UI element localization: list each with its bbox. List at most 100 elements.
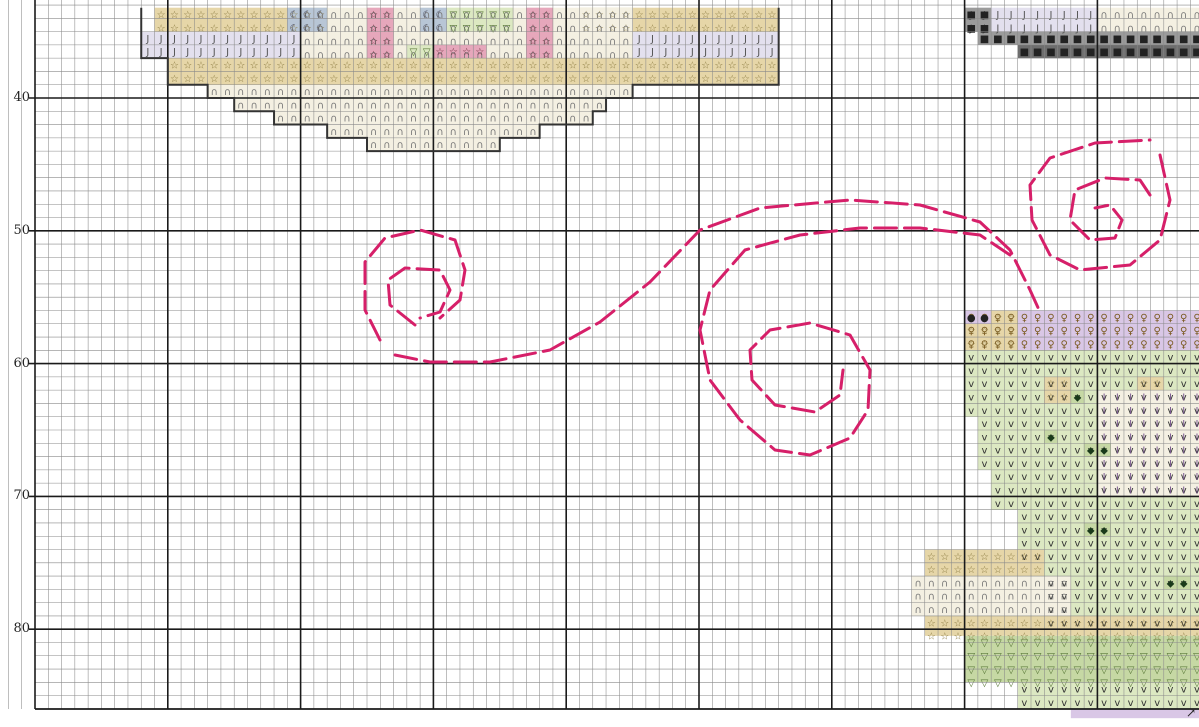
saucer-green-symbol: ▽ (981, 638, 989, 649)
bowl-band-cream-symbol: ∩ (609, 23, 616, 34)
bowl-tan-band-symbol: ☆ (250, 74, 259, 85)
bowl-base-cream-symbol: ∩ (543, 114, 550, 125)
saucer-green-symbol: v (1021, 685, 1027, 696)
pot-rim-purple-symbol: ♀ (1127, 326, 1134, 337)
bowl-tan-band-symbol: ☆ (170, 74, 179, 85)
pot-rim-purple-symbol: ♀ (1140, 339, 1147, 350)
pot-green-symbol: v (1075, 565, 1081, 576)
bowl-band-cream-symbol: ∩ (357, 23, 364, 34)
grey-top-symbol: J (1048, 10, 1052, 21)
bowl-pink-symbol: ☆ (529, 50, 538, 61)
backstitch-spiral-right (1030, 140, 1170, 270)
grey-band-symbol: ■ (1033, 34, 1042, 45)
bowl-base-cream-symbol: ∩ (503, 100, 510, 111)
grey-top-symbol: J (1009, 10, 1013, 21)
pot-green-symbol: v (1128, 592, 1134, 603)
pot-green-symbol: v (1008, 379, 1014, 390)
bowl-band-lavender-symbol: J (650, 47, 654, 58)
saucer-green-symbol: ▽ (1060, 665, 1068, 676)
pot-green-symbol: v (1141, 578, 1147, 589)
bowl-pink-symbol: ☆ (382, 10, 391, 21)
bowl-rim-tan-symbol: ☆ (236, 10, 245, 21)
saucer-cream-symbol: ∩ (928, 605, 935, 616)
saucer-tan2-symbol: ☆ (940, 618, 949, 629)
pot-light-symbol: I (1169, 393, 1172, 404)
bowl-base-cream-symbol: ∩ (277, 87, 284, 98)
pot-green-symbol: v (1114, 353, 1120, 364)
pot-light-symbol: I (1103, 393, 1106, 404)
pot-light-symbol: I (1116, 446, 1119, 457)
pot-green-symbol: v (1075, 525, 1081, 536)
pot-green-symbol: v (982, 432, 988, 443)
bowl-tan-band-symbol: ☆ (688, 74, 697, 85)
pot-green-symbol: v (1088, 353, 1094, 364)
saucer-tan-symbol: ☆ (967, 565, 976, 576)
pot-green-symbol: v (1035, 353, 1041, 364)
pot-light-symbol: I (1182, 485, 1185, 496)
bowl-base-cream-symbol: ∩ (410, 114, 417, 125)
saucer-green-symbol: ▽ (1074, 651, 1082, 662)
saucer-cream-symbol: ∩ (914, 605, 921, 616)
pot-green-symbol: v (1101, 539, 1107, 550)
bowl-band-cream-symbol: ∩ (596, 23, 603, 34)
grey-band-dark-symbol: ■ (1073, 47, 1082, 58)
pot-green-symbol: v (1008, 485, 1014, 496)
bowl-tan-band-symbol: ☆ (236, 61, 245, 72)
bowl-band-lavender-symbol: J (159, 34, 163, 45)
pot-green-symbol: v (1194, 525, 1199, 536)
bowl-band-lavender-symbol: J (677, 47, 681, 58)
bowl-green-tri-symbol: ▽ (423, 47, 431, 58)
saucer-tan2-symbol: ☆ (1020, 618, 1029, 629)
pot-light-symbol: I (1182, 459, 1185, 470)
pot-light-symbol: I (1196, 459, 1199, 470)
saucer-green-symbol: ▽ (1007, 665, 1015, 676)
saucer-green-symbol: ▽ (1007, 678, 1015, 689)
bowl-band-cream-symbol: ∩ (357, 37, 364, 48)
saucer-green-symbol: v (1194, 685, 1199, 696)
bowl-tan-band-symbol: ☆ (714, 61, 723, 72)
bowl-base-cream-symbol: ∩ (582, 100, 589, 111)
grey-top-symbol: J (1048, 23, 1052, 34)
pot-green-symbol: v (1035, 393, 1041, 404)
bowl-base-cream-symbol: ∩ (489, 87, 496, 98)
saucer-cream-symbol: ∩ (941, 578, 948, 589)
pot-green-symbol: v (1075, 406, 1081, 417)
pot-green-symbol: v (1154, 366, 1160, 377)
bowl-base-cream-symbol: ∩ (556, 114, 563, 125)
bowl-band-cream-symbol: ∩ (410, 10, 417, 21)
saucer-tan-symbol: ☆ (1020, 565, 1029, 576)
saucer-green-symbol: v (1061, 698, 1067, 709)
saucer-cream-symbol: ∩ (941, 605, 948, 616)
pot-green-symbol: v (1167, 499, 1173, 510)
saucer-tan-symbol: ☆ (993, 565, 1002, 576)
bowl-band-lavender-symbol: J (212, 47, 216, 58)
bowl-base-cream-symbol: ∩ (224, 87, 231, 98)
bowl-base-cream-symbol: ∩ (383, 100, 390, 111)
bowl-blue-symbol: ☾ (303, 10, 312, 21)
bowl-base-cream-symbol: ∩ (423, 87, 430, 98)
saucer-green-symbol: v (1075, 685, 1081, 696)
bowl-base-cream-symbol: ∩ (463, 87, 470, 98)
pot-green-symbol: v (995, 432, 1001, 443)
pot-stars-symbol: ☆ (1060, 379, 1069, 390)
bowl-band-cream-symbol: ∩ (450, 37, 457, 48)
bowl-base-cream-symbol: ∩ (343, 127, 350, 138)
pot-diamond-symbol: ◆ (1180, 578, 1188, 589)
pot-green-symbol: v (1035, 459, 1041, 470)
pot-rim-purple-symbol: ♀ (1100, 326, 1107, 337)
bowl-band-cream-symbol: ∩ (503, 37, 510, 48)
grey-top-symbol: ∩ (1180, 23, 1187, 34)
saucer-cream-symbol: ∩ (928, 592, 935, 603)
pot-green-symbol: v (1035, 485, 1041, 496)
bowl-band-lavender-symbol: J (663, 34, 667, 45)
bowl-base-cream-symbol: ∩ (596, 100, 603, 111)
pot-green-symbol: v (1114, 552, 1120, 563)
pot-green-symbol: v (1167, 539, 1173, 550)
pot-green-symbol: v (1128, 499, 1134, 510)
bowl-base-cream-symbol: ∩ (529, 127, 536, 138)
bowl-pink-symbol: ☆ (369, 37, 378, 48)
bowl-base-cream-symbol: ∩ (370, 127, 377, 138)
bowl-band-cream-symbol: ∩ (582, 50, 589, 61)
pot-green-symbol: v (1114, 525, 1120, 536)
pot-green-symbol: v (1167, 605, 1173, 616)
